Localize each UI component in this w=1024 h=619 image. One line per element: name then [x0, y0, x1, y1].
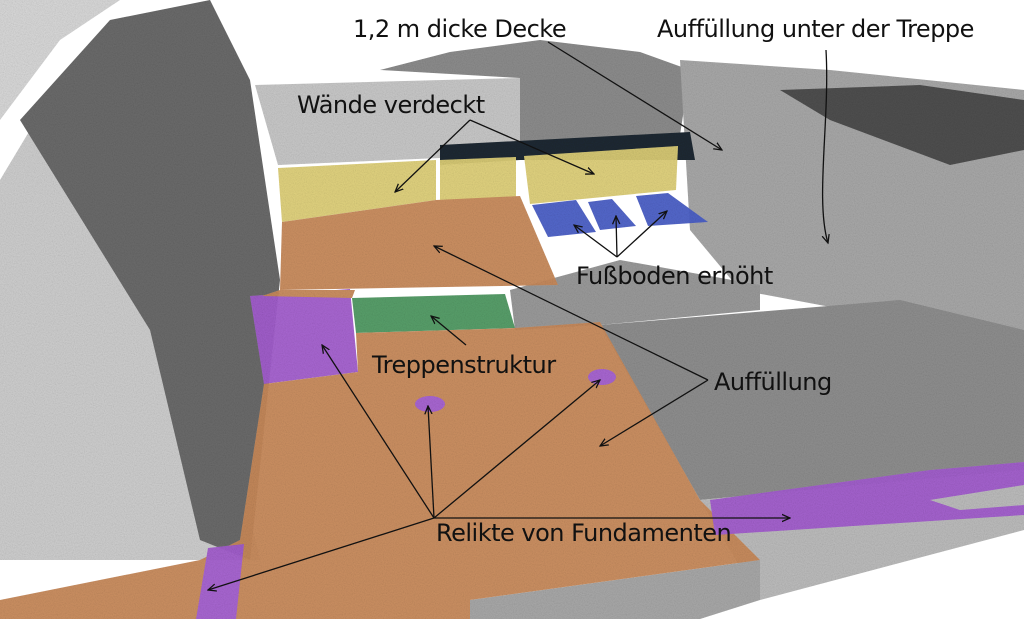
arrow-raised-floor-1 — [574, 225, 618, 258]
arrow-walls-covered-2 — [469, 119, 594, 174]
arrow-fill-1 — [434, 246, 709, 381]
right-roof — [780, 85, 1024, 165]
region-foundation-relic — [250, 289, 358, 384]
region-raised-floor — [532, 200, 596, 237]
arrow-relic-1 — [322, 345, 435, 519]
label-fill: Auffüllung — [714, 368, 832, 396]
label-stair-structure: Treppenstruktur — [372, 351, 556, 379]
label-walls-covered: Wände verdeckt — [297, 91, 485, 119]
arrow-walls-covered-1 — [395, 119, 471, 192]
back-wall — [255, 78, 520, 165]
left-building-facade — [20, 0, 280, 560]
region-fill-main — [0, 322, 760, 619]
region-walls-covered — [278, 160, 436, 222]
region-raised-floor — [636, 193, 708, 226]
arrow-stair-structure — [431, 316, 467, 346]
region-foundation-relic — [415, 396, 445, 412]
region-foundation-relic — [196, 544, 244, 619]
left-ground — [0, 0, 120, 120]
arrow-relic-4 — [208, 517, 435, 590]
region-fill-upper — [280, 196, 558, 290]
mid-floor — [510, 260, 760, 330]
arrow-raised-floor-3 — [616, 211, 667, 258]
front-ledge — [470, 560, 760, 619]
arrow-ceiling — [547, 41, 722, 150]
region-foundation-relic — [588, 369, 616, 385]
region-fill-main — [262, 290, 355, 298]
leader-lines — [208, 41, 828, 590]
label-floor-raised: Fußboden erhöht — [576, 262, 773, 290]
arrow-relic-3 — [433, 380, 600, 519]
label-foundation-relics: Relikte von Fundamenten — [436, 519, 732, 547]
region-stair-structure — [352, 294, 515, 333]
region-raised-floor — [588, 199, 636, 230]
arrow-fill-2 — [600, 379, 709, 446]
trees — [380, 40, 690, 150]
arrow-fill-under-stairs — [823, 49, 828, 243]
arrow-raised-floor-2 — [616, 216, 617, 258]
arrow-relic-2 — [428, 406, 435, 519]
region-walls-covered — [440, 157, 516, 200]
right-courtyard — [600, 300, 1024, 500]
label-ceiling: 1,2 m dicke Decke — [353, 15, 567, 43]
label-fill-under-stairs: Auffüllung unter der Treppe — [657, 15, 974, 43]
